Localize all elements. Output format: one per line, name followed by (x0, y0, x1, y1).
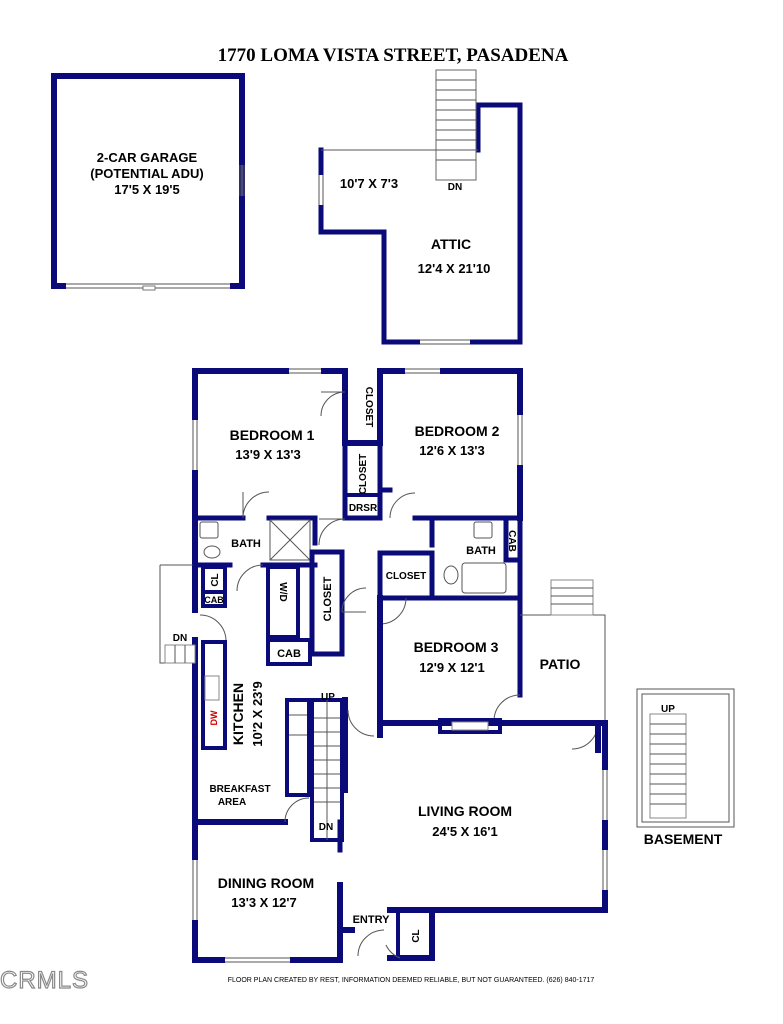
up-stair-label: UP (321, 692, 335, 703)
bath1-label: BATH (231, 538, 261, 550)
attic-alcove-dims: 10'7 X 7'3 (340, 176, 398, 191)
bedroom3-name: BEDROOM 3 (414, 639, 499, 655)
attic-dims: 12'4 X 21'10 (418, 261, 491, 276)
garage-note: (POTENTIAL ADU) (90, 166, 203, 181)
closet-hall-label: CLOSET (386, 571, 427, 582)
basement: UP BASEMENT (636, 688, 735, 847)
bath-fixtures (199, 521, 507, 594)
garage: 2-CAR GARAGE (POTENTIAL ADU) 17'5 X 19'5 (51, 73, 245, 291)
attic-stair-label: DN (448, 182, 462, 193)
basement-name: BASEMENT (644, 831, 723, 847)
cab-hall-label: CAB (277, 648, 301, 660)
patio-steps (550, 579, 594, 616)
dw-label: DW (209, 710, 219, 725)
garage-name: 2-CAR GARAGE (97, 150, 198, 165)
dn-stair-label: DN (319, 822, 333, 833)
garage-dims: 17'5 X 19'5 (114, 182, 179, 197)
entry-label: ENTRY (353, 914, 391, 926)
breakfast-line1: BREAKFAST (209, 784, 270, 795)
dining-dims: 13'3 X 12'7 (231, 895, 296, 910)
attic: DN 10'7 X 7'3 ATTIC 12'4 X 21'10 (318, 69, 523, 345)
cl-kitchen-label: CL (210, 573, 221, 586)
bedroom2-dims: 12'6 X 13'3 (419, 443, 484, 458)
drsr-label: DRSR (349, 503, 378, 514)
footer-disclaimer: FLOOR PLAN CREATED BY REST, INFORMATION … (228, 977, 595, 984)
plan-title: 1770 LOMA VISTA STREET, PASADENA (218, 45, 569, 66)
bedroom2-name: BEDROOM 2 (415, 423, 500, 439)
living-name: LIVING ROOM (418, 803, 512, 819)
closet-b1-label: CLOSET (363, 387, 374, 428)
dn-side-label: DN (173, 633, 187, 644)
bedroom3-dims: 12'9 X 12'1 (419, 660, 484, 675)
attic-stair (435, 69, 477, 181)
kitchen-dims: 10'2 X 23'9 (250, 681, 265, 746)
patio-name: PATIO (540, 656, 581, 672)
crmls-logo: CRMLS (0, 967, 89, 994)
cab-kitchen-label: CAB (204, 595, 224, 605)
attic-name: ATTIC (431, 236, 471, 252)
living-dims: 24'5 X 16'1 (432, 824, 497, 839)
cab-bath2-label: CAB (506, 530, 517, 552)
wd-label: W/D (277, 582, 288, 601)
dining-name: DINING ROOM (218, 875, 314, 891)
bedroom1-dims: 13'9 X 13'3 (235, 447, 300, 462)
basement-stair-label: UP (661, 704, 675, 715)
bath2-label: BATH (466, 545, 496, 557)
main-house-walls (159, 367, 609, 964)
closet-b3-label: CLOSET (322, 576, 334, 621)
closet-b2-label: CLOSET (358, 454, 369, 495)
cl-entry-label: CL (411, 929, 422, 942)
bedroom1-name: BEDROOM 1 (230, 427, 315, 443)
breakfast-line2: AREA (218, 797, 246, 808)
kitchen-name: KITCHEN (230, 683, 246, 745)
